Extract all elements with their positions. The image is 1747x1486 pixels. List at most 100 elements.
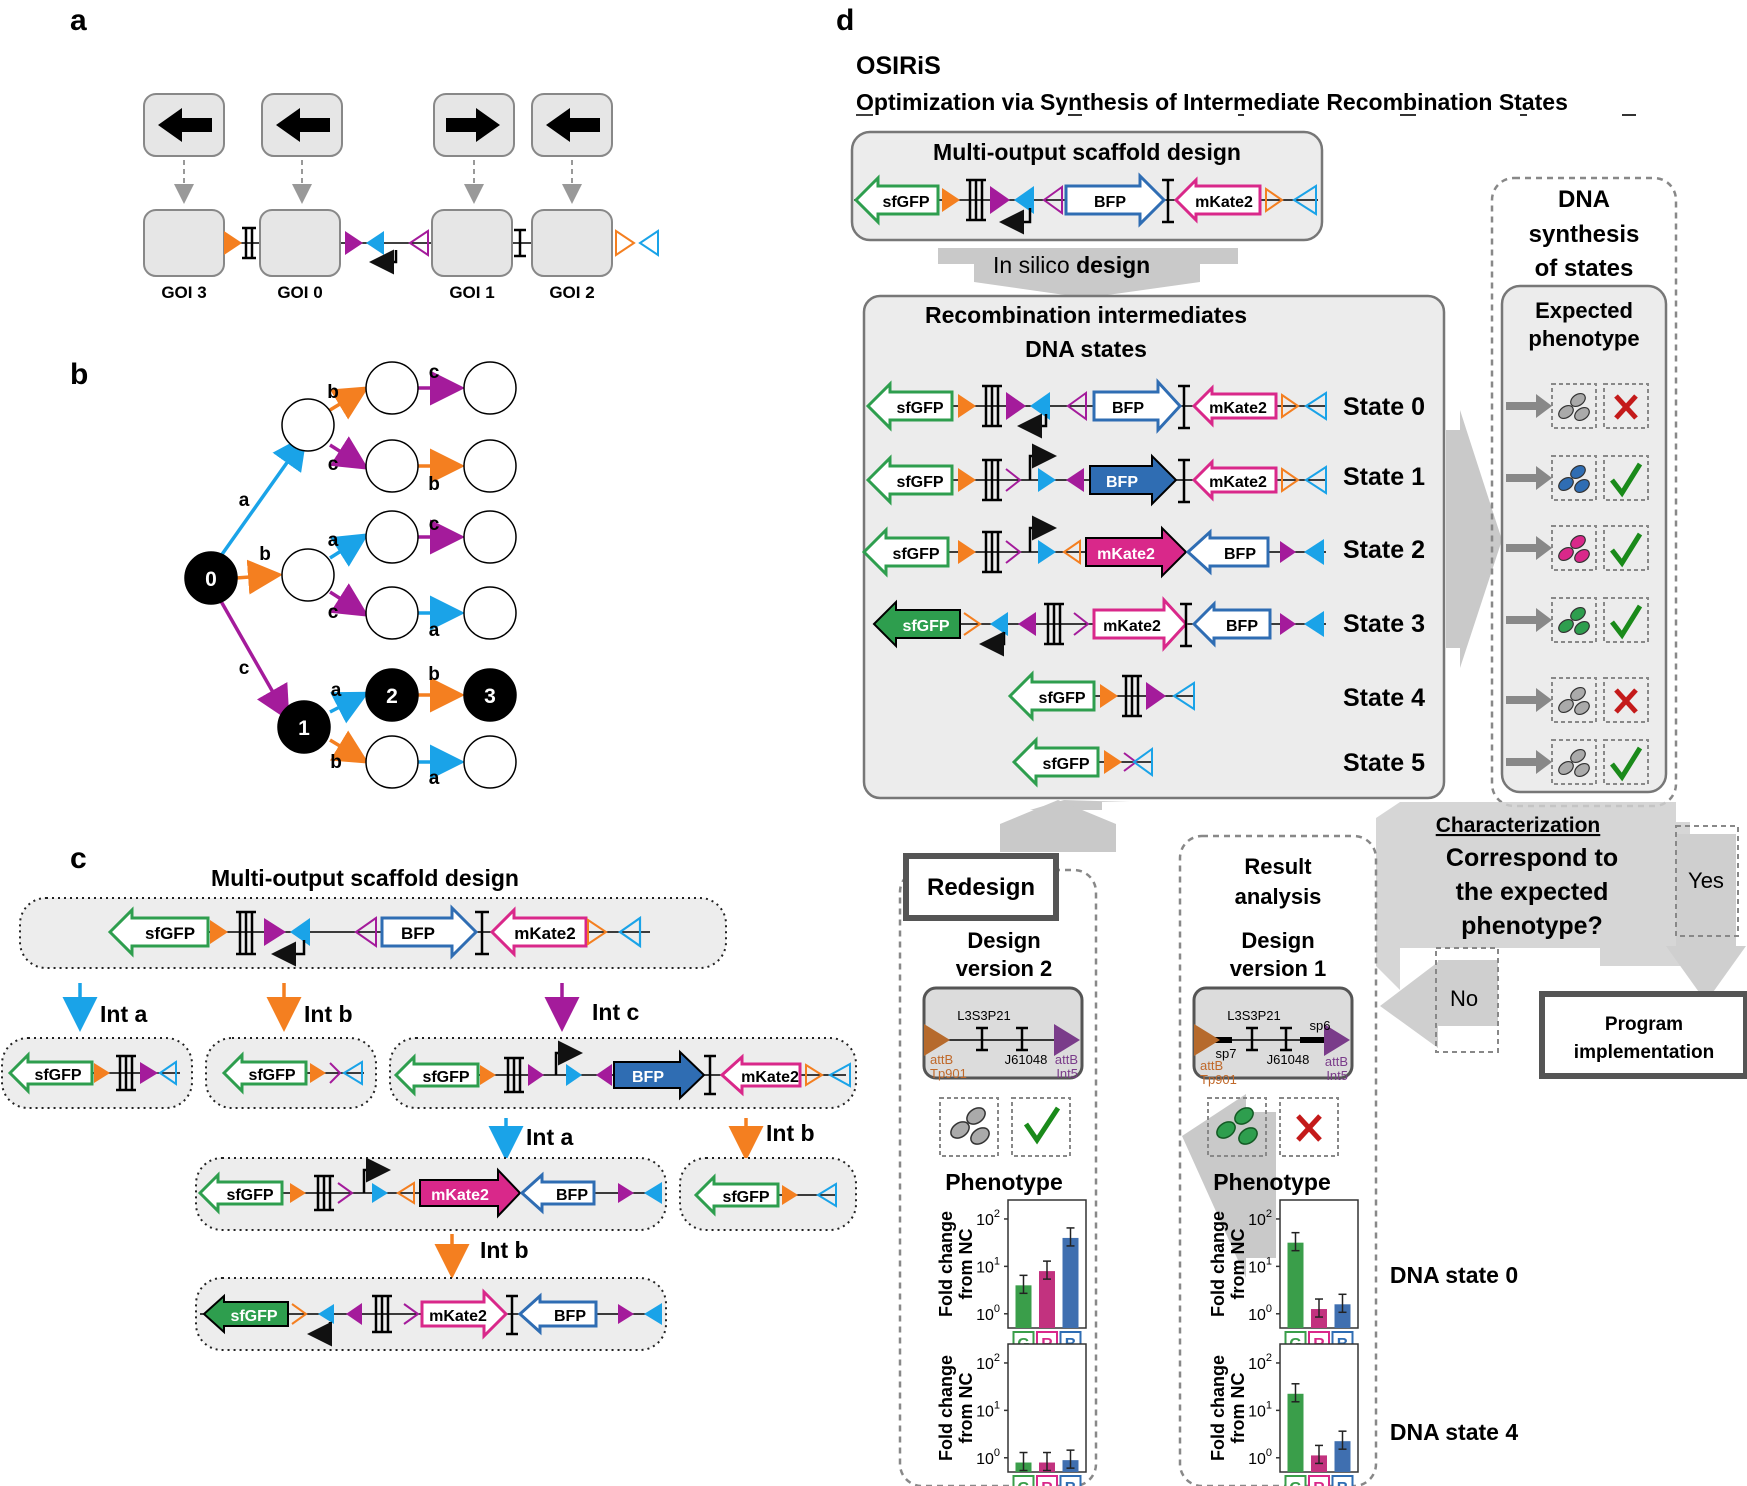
gray-right-arrow-icon	[1506, 688, 1552, 712]
gene-label: sfGFP	[902, 618, 949, 635]
gene-label: BFP	[1112, 400, 1144, 417]
edge-label: c	[429, 362, 440, 383]
x-icon	[1614, 394, 1638, 420]
yes-label: Yes	[1688, 868, 1724, 893]
right-arrow-icon	[446, 108, 500, 142]
state-3-construct: sfGFP mKate2 BFP	[872, 596, 1326, 657]
integrase-label: Int b	[766, 1120, 815, 1146]
dna-states: sfGFP BFP mKate2 sfGFP	[861, 378, 1327, 788]
panel-b-state-tree: b	[70, 358, 517, 789]
gene-label: mKate2	[741, 1069, 799, 1086]
panel-a-orientation-boxes	[143, 93, 613, 157]
edge-label: c	[429, 514, 440, 535]
gene-label: BFP	[1094, 194, 1126, 211]
gene-label: BFP	[1226, 618, 1258, 635]
y-axis-title: Fold change	[1208, 1211, 1228, 1317]
osiris-title: OSIRiS	[856, 52, 941, 80]
edge-label: c	[328, 602, 339, 623]
gene-label: sfGFP	[248, 1067, 295, 1084]
osiris-subtitle: Optimization via Synthesis of Intermedia…	[856, 89, 1568, 115]
gray-right-arrow-icon	[1506, 394, 1552, 418]
question-text: the expected	[1456, 878, 1609, 906]
y-tick-label: 102	[976, 1208, 1000, 1229]
bar	[1311, 1309, 1327, 1328]
gene-label: mKate2	[1103, 618, 1161, 635]
site-label: attB	[1200, 1058, 1223, 1073]
gray-right-arrow-icon	[1506, 466, 1552, 490]
spacer-label: sp7	[1216, 1046, 1237, 1061]
gene-label: BFP	[632, 1069, 664, 1086]
intermediates-title: DNA states	[1025, 336, 1147, 362]
integrase-label: Int a	[100, 1001, 147, 1027]
expected-row	[1506, 739, 1649, 785]
state-label: State 2	[1343, 536, 1425, 564]
category-box	[1308, 1475, 1330, 1486]
expected-row	[1506, 677, 1649, 723]
category-box	[1331, 1475, 1354, 1486]
goi-label: GOI 0	[277, 283, 322, 302]
synthesis-title: of states	[1535, 255, 1634, 282]
gene-label: sfGFP	[722, 1189, 769, 1206]
program-label: implementation	[1574, 1042, 1714, 1063]
characterization-label: Characterization	[1436, 814, 1601, 837]
gene-label: BFP	[1106, 474, 1138, 491]
scaffold-construct: sfGFP BFP mKate2	[107, 904, 650, 967]
goi-slots	[143, 209, 613, 277]
x-icon	[1296, 1114, 1322, 1142]
cells-icon	[1558, 534, 1590, 564]
design-v2-label: Design	[967, 928, 1040, 953]
gene-label: mKate2	[514, 924, 575, 943]
site-label: Tp901	[930, 1066, 967, 1081]
gray-right-arrow-icon	[1506, 750, 1552, 774]
result-analysis-label: Result	[1244, 854, 1312, 879]
cells-icon	[1558, 748, 1590, 778]
int-b-product: sfGFP	[221, 1051, 364, 1095]
gene-label: mKate2	[431, 1187, 489, 1204]
root-node-label: 0	[205, 568, 217, 591]
y-tick-label: 101	[976, 1399, 1000, 1420]
state-2-construct: sfGFP mKate2 BFP	[861, 515, 1326, 579]
edge-label: b	[330, 752, 342, 773]
gene-label: sfGFP	[226, 1187, 273, 1204]
panel-c: c Multi-output scaffold design sfGFP BFP…	[1, 842, 857, 1351]
site-label: attB	[930, 1052, 953, 1067]
program-implementation-box	[1539, 991, 1747, 1079]
y-axis-title: from NC	[956, 1229, 976, 1300]
cells-icon	[1558, 686, 1590, 716]
terminator-label: J61048	[1267, 1052, 1310, 1067]
state-label: State 5	[1343, 749, 1425, 777]
gray-right-arrow-icon	[1506, 536, 1552, 560]
integrase-label: Int a	[526, 1124, 573, 1150]
state-node-label: 3	[484, 685, 496, 708]
terminator-label: L3S3P21	[1227, 1008, 1281, 1023]
design-v2-outcome	[939, 1097, 1071, 1157]
y-axis-title: Fold change	[1208, 1355, 1228, 1461]
gene-label: mKate2	[429, 1308, 487, 1325]
state-node-label: 1	[298, 717, 310, 740]
gene-label: sfGFP	[230, 1308, 277, 1325]
in-silico-label: In silico design	[993, 252, 1150, 278]
state-node-label: 2	[386, 685, 398, 708]
expected-title: Expected	[1535, 298, 1633, 323]
dna-state-label: DNA state 4	[1390, 1419, 1518, 1445]
category-label: B	[1337, 1480, 1349, 1486]
integrase-label: Int c	[592, 999, 639, 1025]
edge-label: a	[429, 620, 440, 641]
y-tick-label: 100	[1248, 1303, 1272, 1324]
check-icon	[1610, 746, 1643, 782]
gene-label: BFP	[401, 924, 435, 943]
intermediates-title: Recombination intermediates	[925, 302, 1247, 328]
d-scaffold-construct: sfGFP BFP mKate2	[853, 172, 1318, 235]
design-v1-construct: L3S3P21 sp6 sp7 J61048 attB Tp901 attB I…	[1192, 986, 1354, 1087]
y-tick-label: 101	[1248, 1399, 1272, 1420]
bar	[1334, 1304, 1351, 1328]
gene-label: mKate2	[1209, 474, 1267, 491]
bar	[1287, 1242, 1304, 1328]
site-label: attB	[1325, 1054, 1348, 1069]
y-axis-title: from NC	[1228, 1373, 1248, 1444]
gene-label: mKate2	[1097, 546, 1155, 563]
left-arrow-icon	[158, 108, 212, 142]
category-box	[1036, 1475, 1058, 1486]
